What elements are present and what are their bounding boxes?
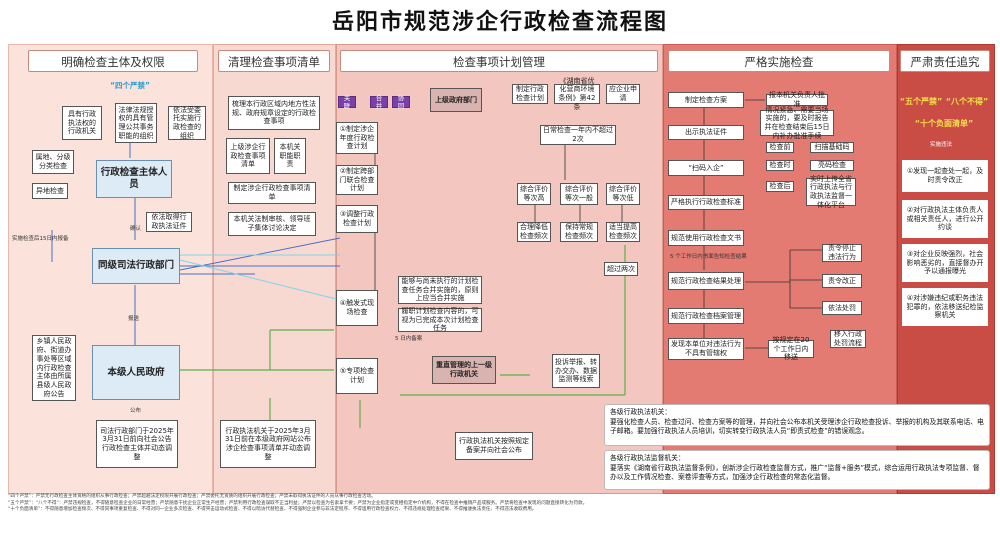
level-high-box: 综合评价等次高	[517, 183, 551, 205]
transfer-box: 按规定在20个工作日内移送	[768, 336, 814, 361]
upper-list-box: 上级涉企行政检查事项清单	[226, 138, 270, 174]
legal-review-box: 本机关法制审核、领导班子集体讨论决定	[228, 212, 316, 236]
ten-negative-label: “十个负面清单”	[914, 119, 974, 128]
inspection-subject-box: 行政检查主体人员	[96, 160, 172, 198]
info-supervision-body: 要落实《湖南省行政执法监督条例》，创新涉企行政检查监督方式，推广“监督+服务”模…	[610, 463, 980, 482]
emergency-box: 情况紧急、需要当场实施的，要及时报告并在检查结束后15日内补办批准手续	[760, 106, 834, 140]
tag-merge: 合并	[370, 94, 388, 110]
four-strict-label: “四个严禁”	[110, 81, 150, 90]
impl-step-scan: “扫码入企”	[668, 160, 744, 176]
during-check-label: 检查时	[766, 160, 794, 171]
dept-duty-box: 本机关职能职责	[274, 138, 306, 174]
file-note-label: 5 日内备案	[395, 336, 423, 342]
impl-step-plan: 制定检查方案	[668, 92, 744, 108]
tag-related: 关联	[338, 94, 356, 110]
impl-step-archive: 规范行政检查档案管理	[668, 308, 744, 324]
agency-publish-note: 行政执法机关于2025年3月31日前在本级政府网站公布涉企检查事项清单并动态调整	[220, 420, 316, 468]
report-deadline-label: 实施检查后15日内报备	[12, 236, 69, 242]
penalty-1-box: ①发现一起查处一起，及时责令改正	[902, 160, 988, 192]
header-item-list: 清理检查事项清单	[218, 50, 330, 72]
info-box-supervision: 各级行政执法监督机关： 要落实《湖南省行政执法监督条例》，创新涉企行政检查监督方…	[604, 450, 990, 490]
scan-code-box: 扫描基础码	[810, 142, 854, 153]
docs-box-3: 应企业申请	[606, 84, 640, 104]
plan-step-2: ②制定跨部门联合检查计划	[336, 165, 378, 195]
trigger-note-1: 能够与尚未执行的计划检查任务合并实施的，原则上应当合并实施	[398, 276, 482, 304]
penalty-3-box: ③对企业反映强烈，社会影响恶劣的，直接督办开予以通报曝光	[902, 244, 988, 282]
level-low-box: 综合评价等次低	[606, 183, 640, 205]
footnote-1: “四个严禁”：严禁无行政检查主体资格的组织从事行政检查；严禁超越法定权限开展行政…	[8, 494, 376, 499]
basis-box-2: 法律法规授权的具有管理公共事务职能的组织	[115, 103, 157, 143]
punish-box: 依法处罚	[822, 301, 862, 315]
info-agencies-body: 要强化检查人员、检查过问、检查方案等的管理，并向社会公布本机关受理涉企行政检查投…	[610, 417, 984, 436]
docs-box-2: 《湖南省优化营商环境条例》第42条	[554, 77, 600, 111]
remote-check-box: 异地检查	[32, 183, 68, 199]
territorial-box: 属地、分级分类检查	[32, 150, 74, 174]
header-subject-authority: 明确检查主体及权限	[28, 50, 198, 72]
upper-gov-dept-box: 上级政府部门	[430, 88, 482, 112]
frequency-box: 日常检查一年内不超过2次	[540, 125, 616, 145]
header-strict-implementation: 严格实施检查	[668, 50, 890, 72]
people-gov-box: 本级人民政府	[92, 345, 180, 400]
plan-step-5: ⑤专项检查计划	[336, 358, 378, 394]
impl-step-docs: 规范使用行政检查文书	[668, 230, 744, 246]
penalty-4-box: ④对涉嫌违纪或职务违法犯罪的，依法移送纪检监察机关	[902, 288, 988, 326]
plan-step-1: ①制定涉企年度行政检查计划	[336, 122, 378, 154]
clue-box: 投诉举报、转办交办、数据监测等线索	[552, 354, 600, 388]
eight-never-label: “八个不得”	[945, 97, 989, 106]
header-plan-management: 检查事项计划管理	[340, 50, 658, 72]
show-code-box: 亮码检查	[810, 160, 854, 171]
confirm-label: 确认	[130, 226, 142, 232]
page-title: 岳阳市规范涉企行政检查流程图	[331, 10, 668, 35]
impl-step-result: 规范行政检查结果处理	[668, 272, 744, 290]
clean-regulation-box: 梳理本行政区域内地方性法规、政府规章设定的行政检查事项	[228, 96, 320, 130]
make-list-box: 制定涉企行政检查事项清单	[228, 182, 316, 204]
penalty-process-box: 移入行政处罚流程	[830, 330, 866, 348]
level-mid-box: 综合评价等次一般	[560, 183, 598, 205]
raise-freq-box: 适当提高检查频次	[606, 222, 640, 242]
approval-box: 报本机关负责人批准	[766, 91, 828, 108]
justice-publish-note: 司法行政部门于2025年3月31日前向社会公告行政检查主体并动态调整	[96, 420, 178, 468]
info-box-agencies: 各级行政执法机关： 要强化检查人员、检查过问、检查方案等的管理，并向社会公布本机…	[604, 404, 990, 446]
keep-freq-box: 保持常规检查频次	[560, 222, 598, 242]
before-check-label: 检查前	[766, 142, 794, 153]
reduce-freq-box: 合理降低检查频次	[517, 222, 551, 242]
basis-box-1: 具有行政执法权的行政机关	[62, 106, 102, 140]
result-notice-label: 5 个工作日内书面告知检查结果	[670, 254, 747, 260]
footnote-3: “十个负面清单”：不得随意增加检查频次、不得同事项重复检查、不得对同一企业多次检…	[8, 507, 537, 513]
basis-box-3: 依法受委托实施行政检查的组织	[168, 106, 206, 140]
impl-step-credential: 出示执法证件	[668, 125, 744, 140]
penalty-2-box: ②对行政执法主体负责人或相关责任人，进行公开约谈	[902, 200, 988, 238]
info-agencies-heading: 各级行政执法机关：	[610, 408, 672, 416]
docs-box-1: 制定行政检查计划	[512, 84, 548, 104]
footnotes: “四个严禁”：严禁无行政检查主体资格的组织从事行政检查；严禁超越法定权限开展行政…	[8, 494, 993, 540]
order-correct-box: 责令改正	[822, 274, 862, 288]
impl-step-standard: 严格执行行政检查标准	[668, 195, 744, 210]
justice-dept-box: 同级司法行政部门	[92, 248, 180, 284]
qualified-box: 依法取得行政执法证件	[146, 212, 192, 232]
plan-step-4: ④触发式现场检查	[336, 290, 378, 326]
township-box: 乡镇人民政府、街道办事处等区域内行政检查主体由所属县级人民政府公告	[32, 335, 76, 401]
footnote-2: “五个严禁”：“八个不得”：严禁违规检查，不得随意检查企业的日常经营；严禁随意干…	[8, 500, 588, 506]
upload-platform-box: 实时上传全省行政执法与行政执法监督一体化平台	[806, 175, 856, 209]
report-label: 报送	[128, 316, 140, 322]
trigger-note-2: 履职计划检查内容的，可视为已完成本次计划检查任务	[398, 307, 482, 332]
header-accountability: 严肃责任追究	[900, 50, 990, 72]
after-check-label: 检查后	[766, 181, 794, 192]
vertical-agency-box: 重直管理的上一级行政机关	[432, 356, 496, 384]
publish-label: 公布	[130, 408, 142, 414]
record-publish-box: 行政执法机关按照规定备案并向社会公布	[455, 432, 533, 460]
order-stop-box: 责令停止违法行为	[822, 244, 862, 262]
plan-step-3: ③调整行政检查计划	[336, 205, 378, 233]
info-supervision-heading: 各级行政执法监督机关：	[610, 454, 685, 462]
illegal-label: 实施违法	[930, 142, 953, 148]
over-twice-box: 超过两次	[604, 262, 638, 276]
tag-coop: 协同	[392, 94, 410, 110]
five-strict-label: “五个严禁”	[899, 97, 943, 106]
impl-step-jurisdiction: 发现本单位对违法行为不具有管辖权	[668, 338, 744, 360]
